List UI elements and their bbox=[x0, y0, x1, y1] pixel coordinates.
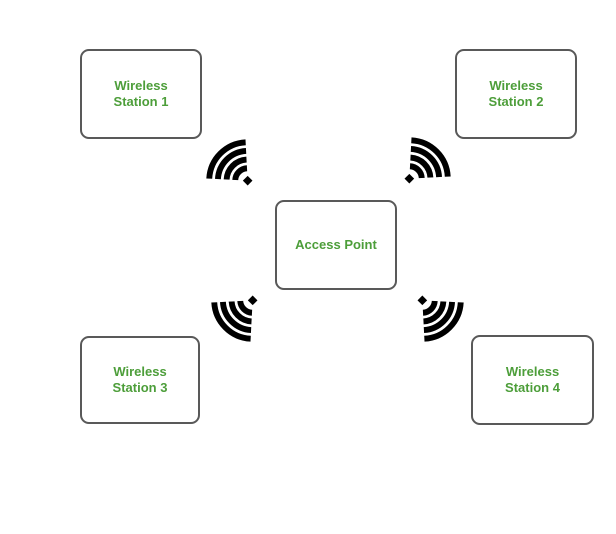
node-label: Wireless Station 4 bbox=[505, 364, 560, 396]
node-label: Access Point bbox=[295, 237, 377, 253]
node-label-line: Station 3 bbox=[112, 380, 168, 395]
node-wireless-station-1: Wireless Station 1 bbox=[80, 49, 202, 139]
node-label: Wireless Station 3 bbox=[113, 364, 168, 396]
node-label-line: Access Point bbox=[295, 237, 377, 252]
node-label-line: Station 2 bbox=[488, 94, 544, 109]
node-label: Wireless Station 1 bbox=[114, 78, 169, 110]
node-wireless-station-2: Wireless Station 2 bbox=[455, 49, 577, 139]
node-access-point: Access Point bbox=[275, 200, 397, 290]
node-label-line: Wireless bbox=[505, 364, 560, 379]
node-label-line: Station 1 bbox=[113, 94, 169, 109]
wifi-signal-icon bbox=[187, 120, 275, 208]
node-label-line: Station 4 bbox=[505, 380, 560, 395]
node-label-line: Wireless bbox=[114, 78, 168, 93]
wifi-signal-icon bbox=[395, 273, 483, 361]
node-label-line: Wireless bbox=[113, 364, 167, 379]
node-wireless-station-4: Wireless Station 4 bbox=[471, 335, 594, 425]
wifi-signal-icon bbox=[382, 118, 470, 206]
node-wireless-station-3: Wireless Station 3 bbox=[80, 336, 200, 424]
node-label-line: Wireless bbox=[489, 78, 543, 93]
node-label: Wireless Station 2 bbox=[489, 78, 544, 110]
wifi-signal-icon bbox=[192, 273, 280, 361]
